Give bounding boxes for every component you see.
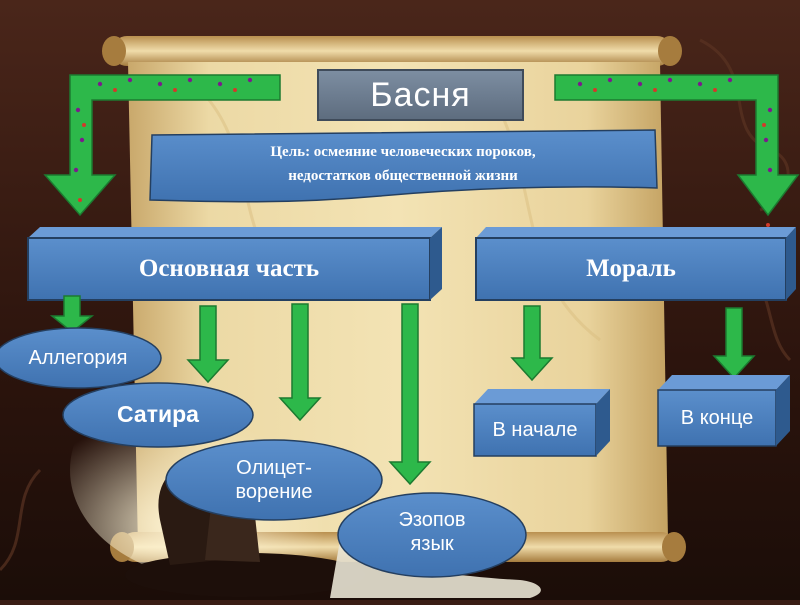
satire-label: Сатира	[117, 401, 199, 427]
item-ovals	[0, 327, 527, 578]
aesop-label: Эзопов язык	[338, 508, 526, 556]
arrow-to-satire	[186, 305, 230, 384]
allegory-oval	[0, 327, 162, 389]
allegory-label: Аллегория	[28, 347, 128, 369]
main-part-label: Основная часть	[138, 255, 320, 282]
personification-oval	[165, 439, 383, 521]
title-box	[317, 69, 524, 121]
aesop-line-1: Эзопов	[398, 509, 466, 531]
goal-line-1: Цель: осмеяние человеческих пороков,	[270, 144, 536, 160]
arrow-to-personification	[278, 303, 322, 422]
end-label: В конце	[680, 407, 754, 429]
personification-label: Олицет- ворение	[166, 456, 382, 504]
arrow-to-beginning	[510, 305, 554, 382]
arrow-to-aesop	[388, 303, 432, 486]
goal-text: Цель: осмеяние человеческих пороков, нед…	[158, 140, 648, 188]
goal-line-2: недостатков общественной жизни	[288, 168, 518, 184]
green-bent-arrow-left	[43, 74, 281, 217]
arrow-to-end	[712, 307, 756, 380]
moral-label: Мораль	[586, 255, 676, 282]
goal-banner	[149, 129, 658, 203]
end-box	[657, 375, 790, 447]
page-title: Басня	[370, 76, 471, 114]
green-down-arrows	[49, 295, 756, 486]
green-bent-arrow-right	[554, 74, 800, 227]
satire-oval	[62, 382, 254, 448]
moral-box	[475, 227, 796, 301]
beginning-box	[473, 389, 610, 457]
aesop-line-2: язык	[410, 533, 454, 555]
main-part-box	[27, 227, 442, 301]
arrow-to-allegory	[49, 295, 95, 333]
personification-line-1: Олицет-	[236, 457, 312, 479]
personification-line-2: ворение	[235, 481, 313, 503]
aesop-oval	[337, 492, 527, 578]
beginning-label: В начале	[492, 419, 578, 441]
